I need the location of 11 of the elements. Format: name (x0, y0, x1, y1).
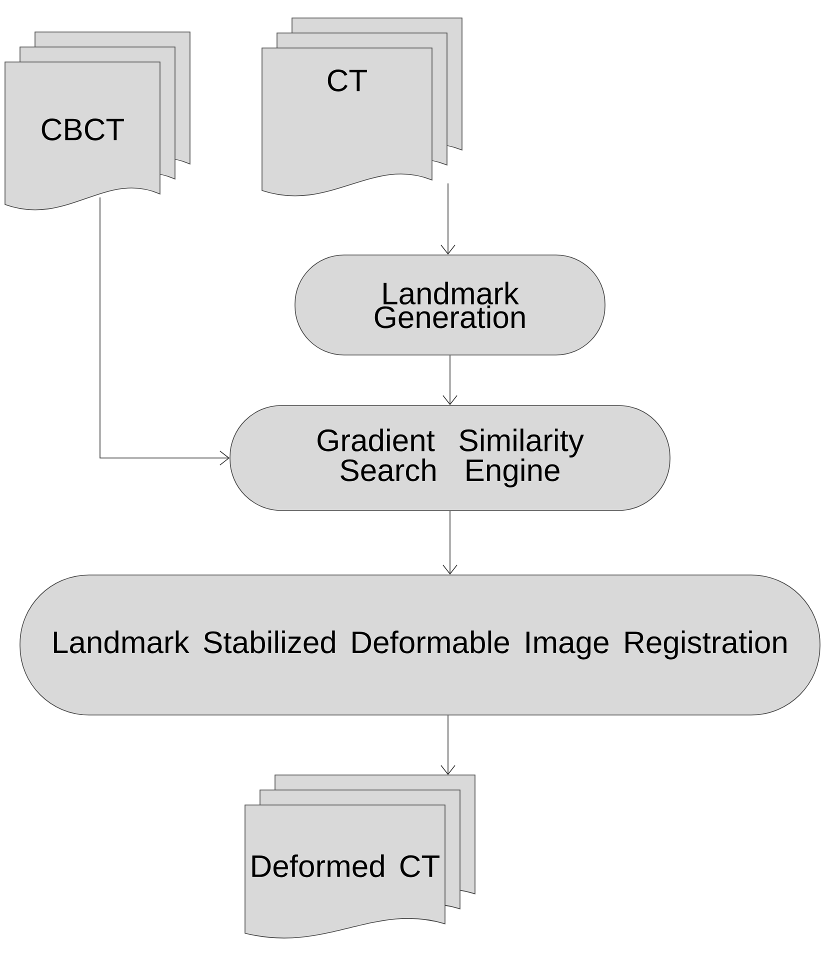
arrow (440, 183, 456, 255)
arrow (100, 197, 230, 466)
process-pill: Landmark Generation (294, 254, 606, 356)
arrow (442, 510, 458, 575)
document-stack: CT (262, 18, 462, 196)
arrow (442, 355, 458, 406)
process-pill: Gradient Similarity Search Engine (230, 405, 670, 511)
document-stack: CBCT (4, 32, 190, 210)
process-pill: Landmark Stabilized Deformable Image Registration (20, 574, 820, 716)
arrow (440, 715, 456, 775)
document-stack: Deformed CT (244, 774, 476, 938)
